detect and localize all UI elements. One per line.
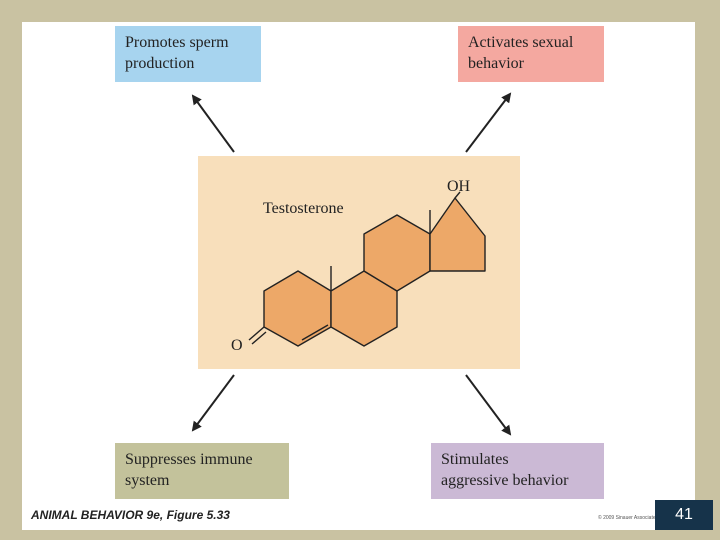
- effect-line: aggressive behavior: [441, 472, 569, 489]
- effect-line: system: [125, 472, 170, 489]
- molecule-panel: [198, 156, 520, 369]
- effect-line: Activates sexual: [468, 34, 574, 51]
- page-number: 41: [655, 500, 713, 530]
- copyright-note: © 2009 Sinauer Associates, Inc.: [598, 515, 669, 521]
- effect-line: production: [125, 55, 195, 72]
- effect-line: Suppresses immune: [125, 451, 253, 468]
- effect-box-immune-system: Suppresses immune system: [115, 443, 289, 499]
- effect-box-sexual-behavior: Activates sexual behavior: [458, 26, 604, 82]
- effect-box-sperm-production: Promotes sperm production: [115, 26, 261, 82]
- effect-line: Promotes sperm: [125, 34, 229, 51]
- effect-box-aggressive-behavior: Stimulates aggressive behavior: [431, 443, 604, 499]
- effect-line: Stimulates: [441, 451, 509, 468]
- figure-caption: ANIMAL BEHAVIOR 9e, Figure 5.33: [31, 508, 230, 522]
- effect-line: behavior: [468, 55, 524, 72]
